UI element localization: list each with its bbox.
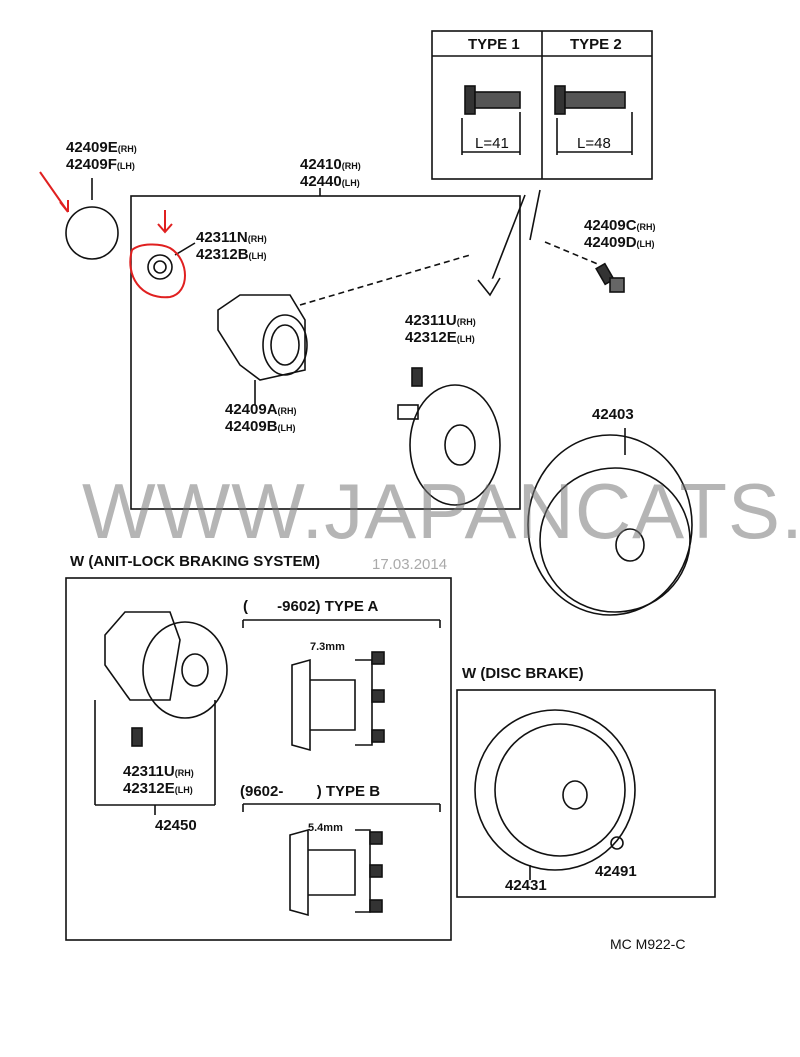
red-circle-annotation [129, 243, 186, 299]
part-label-42409A[interactable]: 42409A(RH)42409B(LH) [225, 401, 297, 435]
type-b-title: (9602- ) TYPE B [240, 783, 381, 800]
hub-bolt-icon [411, 367, 423, 387]
part-label-42311U[interactable]: 42311U(RH)42312E(LH) [405, 312, 476, 346]
watermark-date: 17.03.2014 [372, 556, 448, 573]
dimension-b: 5.4mm [308, 822, 343, 834]
type1-length: L=41 [475, 135, 509, 152]
grease-cap-icon [65, 206, 119, 260]
type2-header: TYPE 2 [570, 36, 622, 53]
part-label-42409C[interactable]: 42409C(RH)42409D(LH) [584, 217, 656, 251]
hub-bearing-icon [217, 294, 308, 381]
brake-disc-icon [474, 709, 636, 871]
type2-length: L=48 [577, 135, 611, 152]
abs-section-title: W (ANIT-LOCK BRAKING SYSTEM) [70, 553, 320, 570]
brake-drum-icon [527, 434, 693, 616]
part-label-42431[interactable]: 42431 [505, 877, 547, 894]
nut-icon [147, 254, 173, 280]
bolt-icon [595, 262, 625, 293]
red-arrow-annotation [39, 171, 69, 213]
type-table [431, 30, 653, 297]
disc-section-title: W (DISC BRAKE) [462, 665, 584, 682]
part-label-42311U-abs[interactable]: 42311U(RH)42312E(LH) [123, 763, 194, 797]
part-label-42450[interactable]: 42450 [155, 817, 197, 834]
part-label-42410[interactable]: 42410(RH)42440(LH) [300, 156, 361, 190]
disc-brake-box [456, 689, 716, 898]
abs-hub-icon [104, 611, 228, 719]
watermark: WWW.JAPANCATS.RU [82, 467, 800, 555]
abs-box [65, 577, 452, 941]
hub-assembly-box [130, 195, 521, 510]
part-label-42311N[interactable]: 42311N(RH)42312B(LH) [196, 229, 267, 263]
part-label-42403[interactable]: 42403 [592, 406, 634, 423]
stud-type2-icon [554, 85, 633, 155]
part-label-42409E[interactable]: 42409E(RH)42409F(LH) [66, 139, 137, 173]
type-a-section-icon [291, 651, 385, 752]
type-a-title: ( -9602) TYPE A [243, 598, 379, 615]
part-label-42491[interactable]: 42491 [595, 863, 637, 880]
diagram-code: MC M922-C [610, 936, 686, 952]
axle-hub-icon [397, 384, 501, 506]
type1-header: TYPE 1 [468, 36, 520, 53]
stud-type1-icon [461, 85, 521, 155]
dimension-a: 7.3mm [310, 641, 345, 653]
type-b-section-icon [289, 828, 383, 917]
screw-icon [610, 836, 624, 850]
